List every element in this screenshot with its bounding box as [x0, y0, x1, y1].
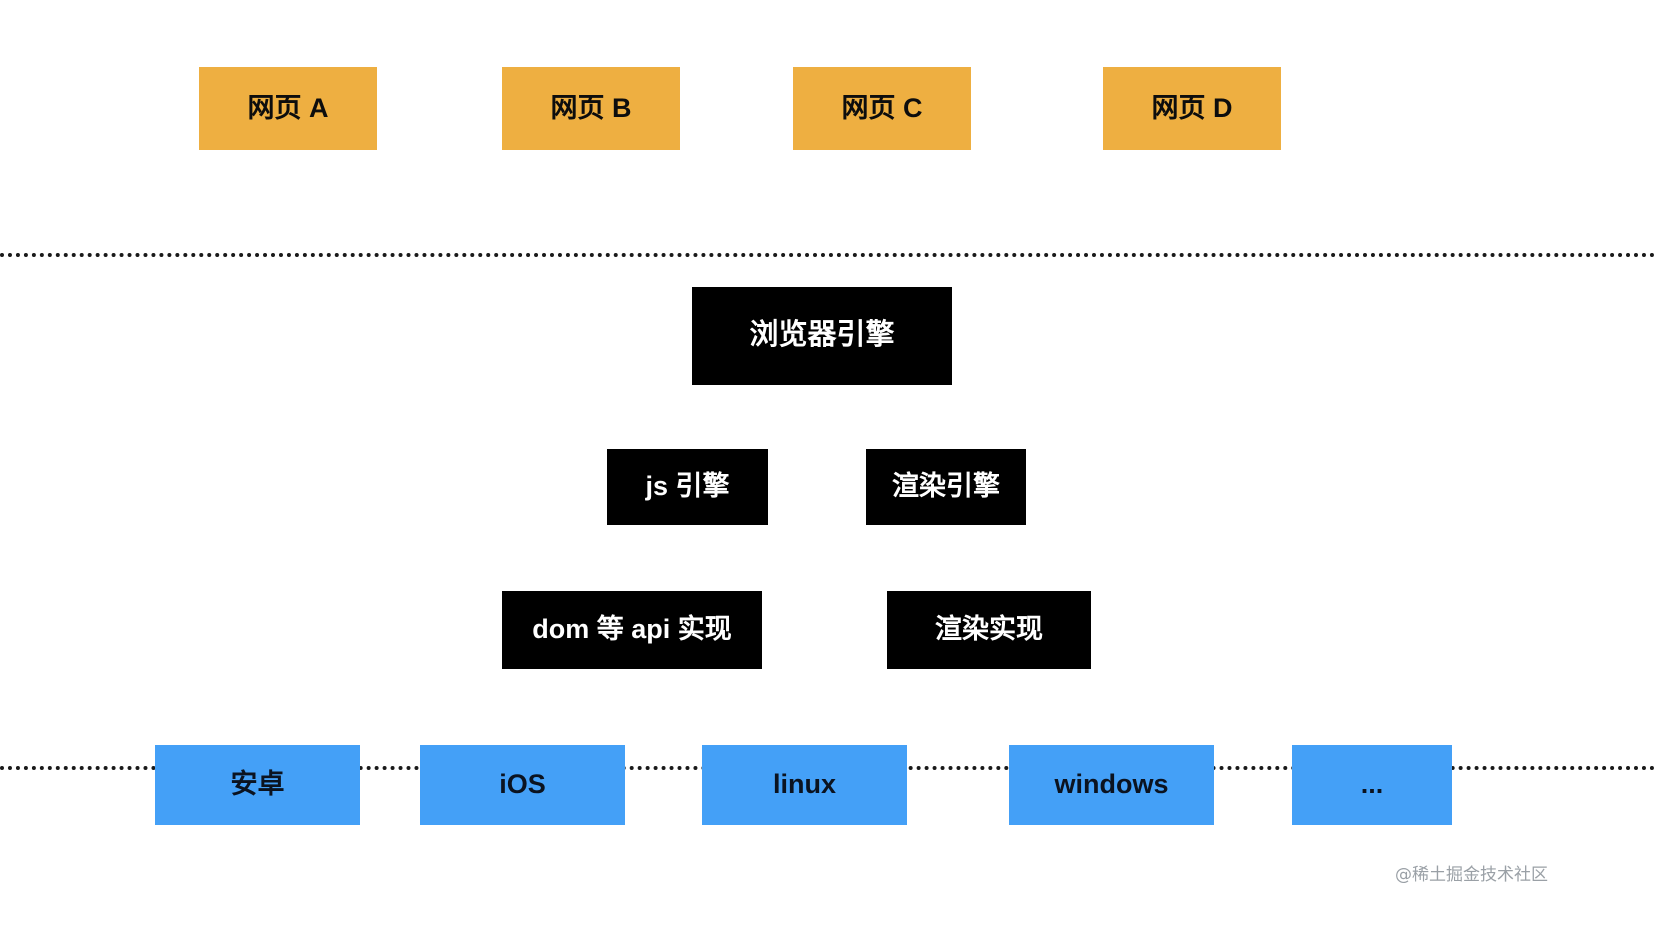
platform-box-more[interactable]: ... [1292, 745, 1452, 825]
render-engine-box[interactable]: 渲染引擎 [866, 449, 1026, 525]
platform-box-windows[interactable]: windows [1009, 745, 1214, 825]
render-impl-box[interactable]: 渲染实现 [887, 591, 1091, 669]
webpage-box-c[interactable]: 网页 C [793, 67, 971, 150]
webpage-box-a[interactable]: 网页 A [199, 67, 377, 150]
js-engine-box[interactable]: js 引擎 [607, 449, 768, 525]
watermark-label: @稀土掘金技术社区 [1395, 865, 1548, 885]
platform-box-android[interactable]: 安卓 [155, 745, 360, 825]
webpage-box-d[interactable]: 网页 D [1103, 67, 1281, 150]
webpage-box-b[interactable]: 网页 B [502, 67, 680, 150]
dom-api-impl-box[interactable]: dom 等 api 实现 [502, 591, 762, 669]
browser-engine-box[interactable]: 浏览器引擎 [692, 287, 952, 385]
platform-box-ios[interactable]: iOS [420, 745, 625, 825]
divider-webpage-engine [0, 253, 1656, 257]
platform-box-linux[interactable]: linux [702, 745, 907, 825]
